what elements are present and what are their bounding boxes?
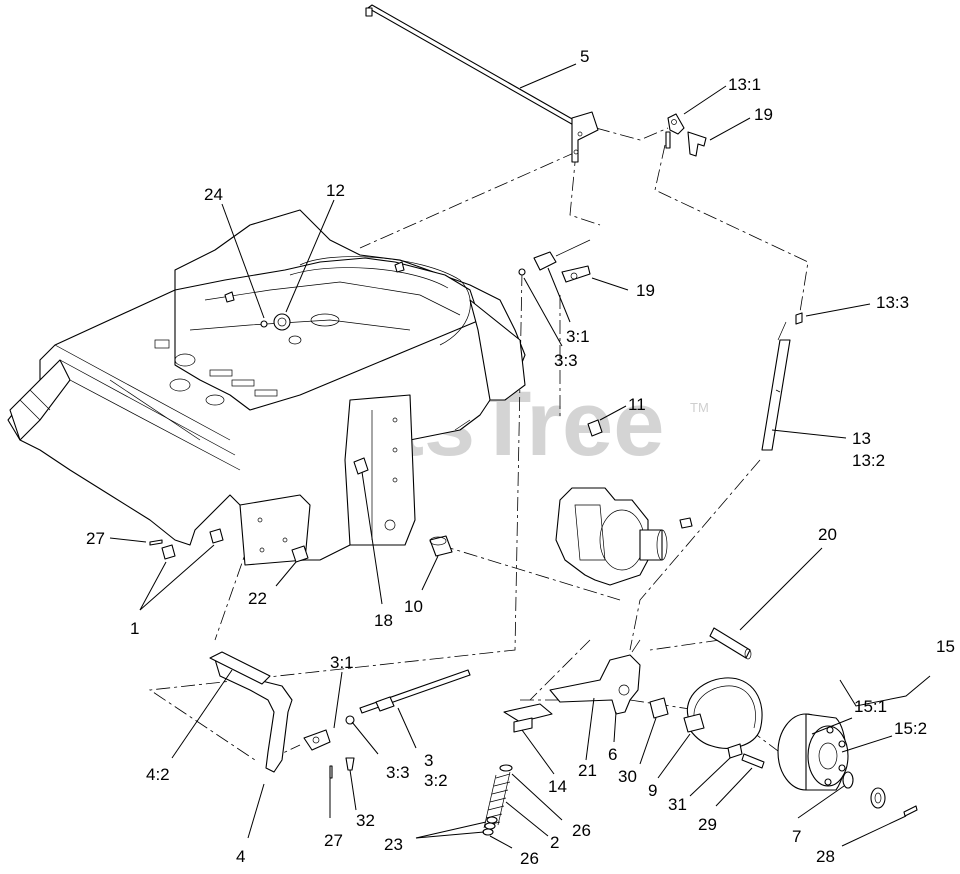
- callout-3-1-lower: 3:1: [330, 653, 354, 672]
- callout-15-2: 15:2: [894, 719, 927, 738]
- part-29-bolt: [741, 753, 765, 769]
- part-26-washer-top: [499, 764, 513, 772]
- callout-13-2: 13:2: [852, 451, 885, 470]
- callout-2: 2: [550, 833, 559, 852]
- part-5-rod: [365, 4, 599, 163]
- callout-1: 1: [130, 619, 139, 638]
- part-27-pin-left: [149, 539, 163, 546]
- callout-31: 31: [668, 795, 687, 814]
- part-3-2-lower-rod: [359, 669, 471, 714]
- callout-6: 6: [608, 745, 617, 764]
- callout-13-1: 13:1: [728, 75, 761, 94]
- part-2-spring: [483, 771, 511, 829]
- callout-3-1-upper: 3:1: [566, 327, 590, 346]
- part-11-pin: [587, 419, 603, 437]
- callout-4: 4: [236, 847, 245, 866]
- callout-23: 23: [384, 835, 403, 854]
- chassis-frame: [7, 209, 526, 566]
- part-32-bolt: [345, 757, 355, 771]
- part-6-brake-lever: [549, 639, 641, 715]
- part-14-bracket: [503, 703, 553, 733]
- part-31-spacer: [727, 743, 743, 759]
- callout-19-top: 19: [754, 105, 773, 124]
- callout-11: 11: [628, 395, 646, 414]
- callout-3: 3: [424, 751, 433, 770]
- callout-7: 7: [792, 827, 801, 846]
- callout-12: 12: [326, 181, 345, 200]
- part-3-1-upper-clevis: [533, 239, 591, 271]
- part-3-1-lower-clevis: [303, 729, 331, 751]
- part-15-hub-drum: [777, 713, 849, 791]
- callout-3-2: 3:2: [424, 771, 448, 790]
- part-4-pedal-arm: [213, 655, 293, 773]
- callout-27-bottom: 27: [324, 831, 343, 850]
- watermark-trademark: TM: [690, 400, 709, 415]
- hydro-motor: [555, 487, 693, 586]
- leader-lines: [109, 63, 931, 849]
- callout-30: 30: [618, 767, 637, 786]
- part-30-pin: [649, 697, 669, 719]
- part-20-pin: [709, 627, 752, 660]
- callout-19-mid: 19: [636, 281, 655, 300]
- callout-5: 5: [580, 47, 589, 66]
- callout-9: 9: [648, 781, 657, 800]
- callout-15: 15: [936, 637, 955, 656]
- part-13-1-clevis: [665, 113, 685, 149]
- callout-32: 32: [356, 811, 375, 830]
- part-19-clip-top: [687, 131, 707, 157]
- callout-10: 10: [404, 597, 423, 616]
- part-10-bushing: [429, 535, 453, 557]
- callout-29: 29: [698, 815, 717, 834]
- part-27-pin-bottom: [329, 765, 333, 779]
- part-castle-nut: [870, 787, 886, 809]
- callout-26-lower: 26: [520, 849, 539, 868]
- callout-22: 22: [248, 589, 267, 608]
- part-19-clip-mid: [561, 265, 591, 283]
- part-7-washer: [842, 771, 854, 789]
- part-28-cotter-pin: [903, 805, 918, 817]
- part-13-2-rod: [761, 312, 803, 451]
- callout-14: 14: [548, 777, 567, 796]
- callout-4-2: 4:2: [146, 765, 170, 784]
- callout-3-3-upper: 3:3: [554, 351, 578, 370]
- callout-labels: 5 13:1 19 24 12 19 3:1 3:3 13:3 11 13 13…: [86, 47, 955, 868]
- callout-3-3-lower: 3:3: [386, 763, 410, 782]
- part-22-bushing: [291, 545, 309, 563]
- callout-20: 20: [818, 525, 837, 544]
- callout-15-1: 15:1: [854, 697, 887, 716]
- part-1-bushings: [161, 528, 224, 560]
- callout-21: 21: [578, 761, 597, 780]
- part-9-brake-band: [683, 677, 763, 749]
- callout-13-3: 13:3: [876, 293, 909, 312]
- callout-18: 18: [374, 611, 393, 630]
- part-3-3-upper-nut: [518, 268, 526, 276]
- callout-26-upper: 26: [572, 821, 591, 840]
- callout-13: 13: [852, 429, 871, 448]
- part-4-2-pedal-grip: [209, 651, 271, 685]
- callout-27-left: 27: [86, 529, 105, 548]
- callout-24: 24: [204, 185, 223, 204]
- part-18-pin: [353, 457, 369, 475]
- part-26-washer-bottom: [482, 828, 494, 836]
- callout-28: 28: [816, 847, 835, 866]
